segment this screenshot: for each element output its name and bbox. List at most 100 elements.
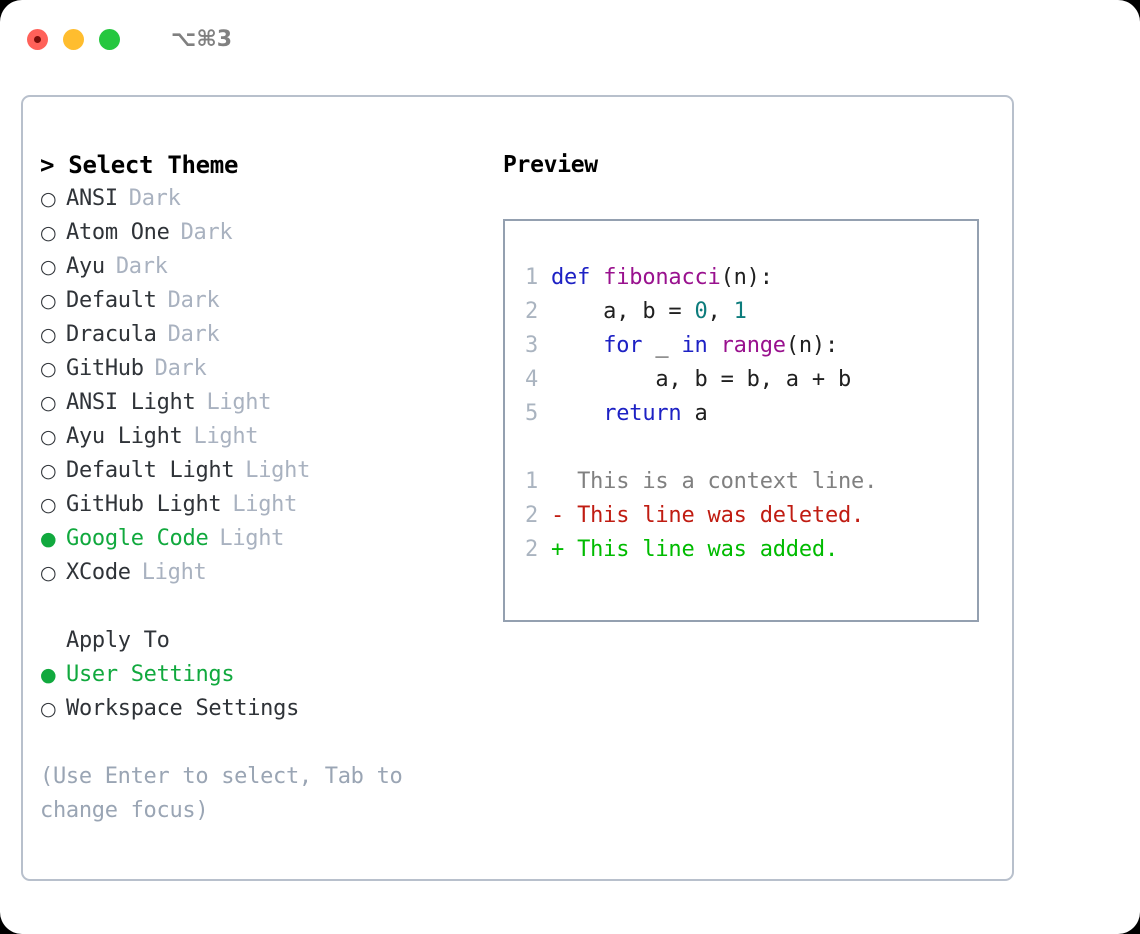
radio-unselected-icon: ○: [40, 562, 57, 584]
code-line-text: for _ in range(n):: [551, 329, 838, 363]
code-token-plain: a: [681, 401, 708, 426]
line-number: 1: [524, 265, 538, 290]
code-diff-divider: [505, 431, 977, 465]
line-number: 5: [524, 401, 538, 426]
minimize-icon[interactable]: [63, 28, 84, 50]
radio-unselected-icon: ○: [40, 324, 57, 346]
theme-option-kind: Light: [245, 458, 311, 483]
line-number: 2: [524, 299, 538, 324]
theme-option-kind: Light: [141, 560, 207, 585]
theme-option-kind: Light: [206, 390, 272, 415]
apply-to-option-workspace-settings[interactable]: ○ Workspace Settings: [40, 692, 503, 726]
close-icon[interactable]: [27, 28, 48, 50]
radio-unselected-icon: ○: [40, 358, 57, 380]
theme-option-xcode[interactable]: ○ XCode Light: [40, 556, 503, 590]
code-token-fn: fibonacci: [603, 265, 721, 290]
code-token-kw: for: [603, 333, 643, 358]
keyboard-shortcut-label: ⌥⌘3: [171, 26, 233, 52]
code-token-plain: a, b =: [551, 299, 695, 324]
diff-line-text: This is a context line.: [551, 469, 878, 494]
theme-option-label: GitHub Light: [66, 492, 222, 517]
radio-unselected-icon: ○: [40, 256, 57, 278]
code-token-kw: in: [681, 333, 708, 358]
theme-option-ansi-light[interactable]: ○ ANSI Light Light: [40, 386, 503, 420]
radio-selected-icon: ●: [40, 528, 57, 550]
line-number: 2: [524, 537, 538, 562]
window-controls: [27, 28, 120, 50]
apply-to-heading: Apply To: [66, 628, 170, 653]
apply-to-option-label: Workspace Settings: [66, 696, 300, 721]
theme-option-ayu-light[interactable]: ○ Ayu Light Light: [40, 420, 503, 454]
code-line-text: a, b = b, a + b: [551, 363, 851, 397]
theme-option-kind: Light: [232, 492, 298, 517]
page-title: > Select Theme: [40, 151, 239, 179]
code-token-fn: range: [720, 333, 786, 358]
code-line-text: def fibonacci(n):: [551, 261, 773, 295]
code-line-text: return a: [551, 397, 708, 431]
radio-unselected-icon: ○: [40, 426, 57, 448]
diff-block: 1 This is a context line.2- This line wa…: [505, 465, 977, 567]
radio-unselected-icon: ○: [40, 698, 57, 720]
theme-option-kind: Dark: [128, 186, 181, 211]
diff-line-text: + This line was added.: [551, 537, 838, 562]
theme-option-github-light[interactable]: ○ GitHub Light Light: [40, 488, 503, 522]
radio-selected-icon: ●: [40, 664, 57, 686]
theme-option-label: Ayu: [66, 254, 105, 279]
radio-unselected-icon: ○: [40, 494, 57, 516]
theme-option-label: Atom One: [66, 220, 170, 245]
theme-option-default[interactable]: ○ Default Dark: [40, 284, 503, 318]
theme-option-label: XCode: [66, 560, 131, 585]
line-number: 4: [524, 367, 538, 392]
code-token-plain: [551, 333, 603, 358]
keyboard-hint: (Use Enter to select, Tab to change focu…: [40, 764, 403, 823]
theme-option-kind: Dark: [154, 356, 207, 381]
diff-line-text: - This line was deleted.: [551, 503, 865, 528]
apply-to-option-list[interactable]: ● User Settings ○ Workspace Settings: [40, 658, 503, 726]
theme-option-label: Dracula: [66, 322, 157, 347]
code-token-plain: a, b = b, a + b: [551, 367, 852, 392]
code-token-kw: def: [551, 265, 604, 290]
theme-option-label: Default Light: [66, 458, 235, 483]
diff-line-del: 2 - This line was deleted.: [505, 499, 977, 533]
code-token-punc: (n):: [785, 333, 839, 358]
theme-option-kind: Light: [193, 424, 259, 449]
code-token-num: 0: [694, 299, 708, 324]
theme-option-kind: Dark: [167, 288, 220, 313]
line-number: 2: [524, 503, 538, 528]
section-divider: [40, 590, 503, 624]
code-token-punc: (n):: [720, 265, 773, 290]
theme-option-ayu[interactable]: ○ Ayu Dark: [40, 250, 503, 284]
code-token-plain: _: [642, 333, 682, 358]
apply-to-option-user-settings[interactable]: ● User Settings: [40, 658, 503, 692]
code-token-num: 1: [733, 299, 747, 324]
code-token-kw: return: [603, 401, 682, 426]
theme-option-kind: Dark: [180, 220, 233, 245]
apply-to-option-label: User Settings: [66, 662, 235, 687]
theme-option-kind: Dark: [115, 254, 168, 279]
theme-option-label: ANSI Light: [66, 390, 196, 415]
code-token-plain: ,: [707, 299, 734, 324]
radio-unselected-icon: ○: [40, 392, 57, 414]
radio-unselected-icon: ○: [40, 290, 57, 312]
theme-option-label: Default: [66, 288, 157, 313]
theme-option-label: Ayu Light: [66, 424, 183, 449]
code-line-text: a, b = 0, 1: [551, 295, 747, 329]
code-line: 5 return a: [505, 397, 977, 431]
maximize-icon[interactable]: [99, 28, 120, 50]
preview-title: Preview: [503, 152, 598, 178]
code-line: 3 for _ in range(n):: [505, 329, 977, 363]
code-token-plain: [708, 333, 721, 358]
